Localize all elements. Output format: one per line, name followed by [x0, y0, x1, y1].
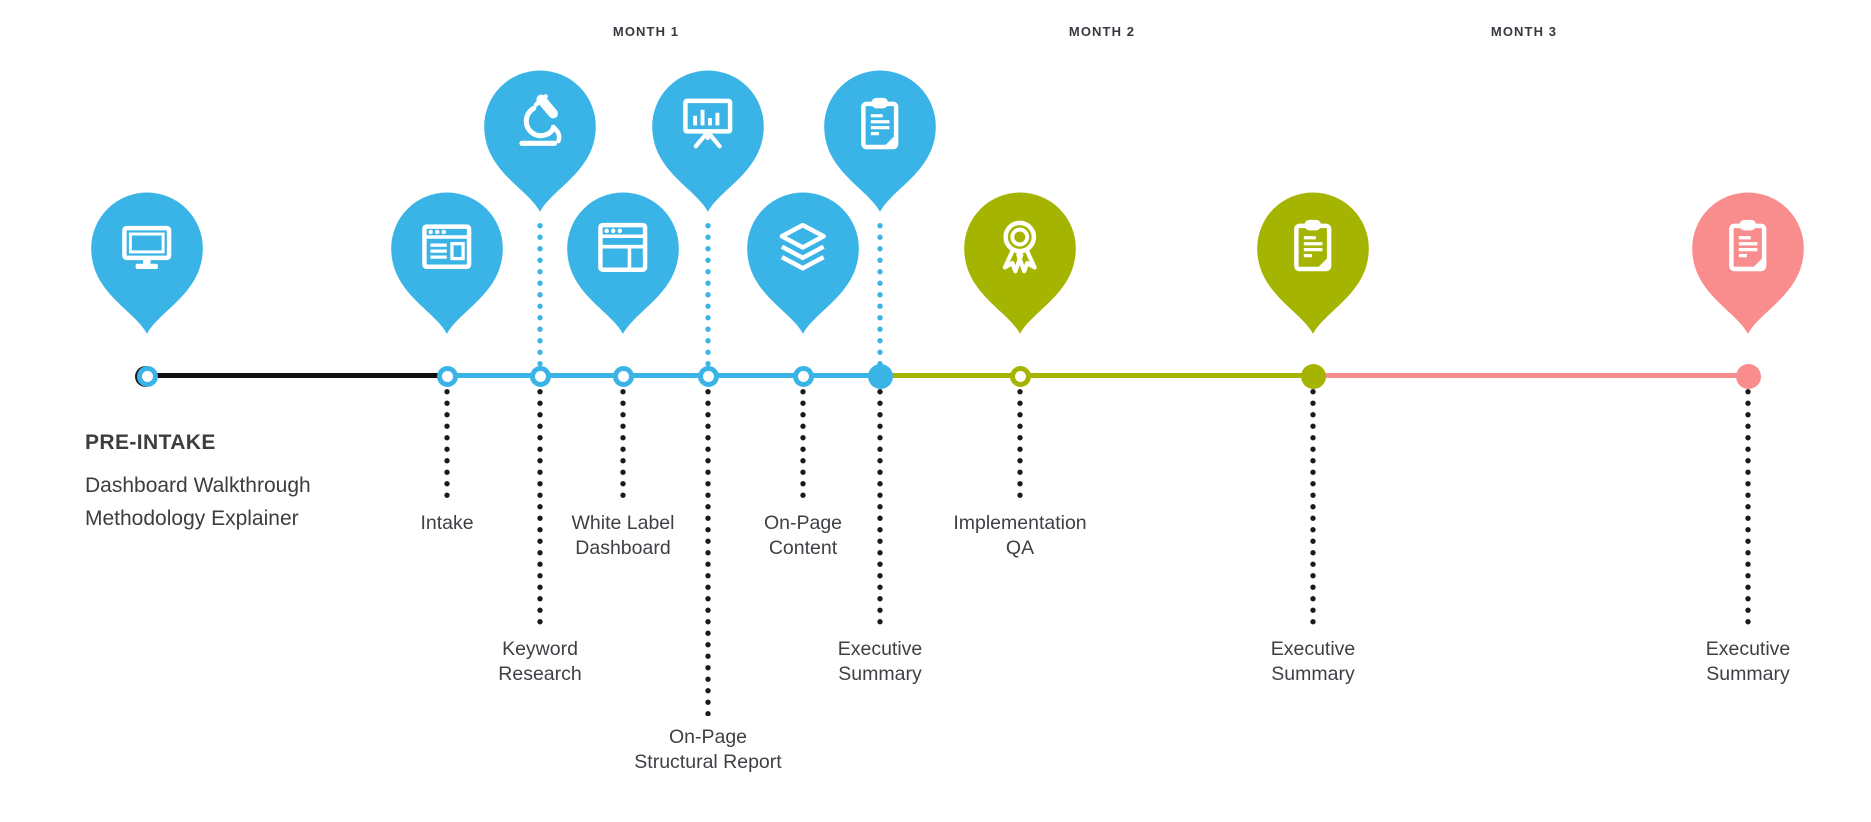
- layers-icon: [779, 222, 826, 271]
- label-connector-executive-summary-1: [877, 386, 883, 628]
- label-connector-implementation-qa: [1017, 386, 1023, 502]
- milestone-pin-intake: [385, 190, 509, 338]
- timeline-dot-implementation-qa: [1009, 365, 1031, 387]
- timeline-segment-black: [145, 373, 447, 378]
- milestone-label-executive-summary-3: Executive Summary: [1705, 638, 1791, 685]
- label-connector-executive-summary-2: [1310, 386, 1316, 628]
- label-connector-on-page-structural-report: [705, 386, 711, 716]
- milestone-label-keyword-research: Keyword Research: [498, 638, 582, 685]
- label-connector-executive-summary-3: [1745, 386, 1751, 628]
- pre-intake-line-2: Methodology Explainer: [85, 507, 299, 530]
- timeline-dot-white-label-dashboard: [612, 365, 634, 387]
- pin-drop-connector-executive-summary-1: [877, 219, 883, 368]
- label-connector-white-label-dashboard: [620, 386, 626, 502]
- timeline-segment-olive: [880, 373, 1313, 378]
- pre-intake-title: PRE-INTAKE: [85, 431, 216, 454]
- clipboard-icon: [1729, 219, 1767, 272]
- month-header-3: MONTH 3: [1490, 24, 1558, 39]
- milestone-pin-on-page-structural-report: [646, 68, 770, 216]
- microscope-icon: [519, 94, 562, 146]
- timeline-dot-on-page-structural-report: [697, 365, 719, 387]
- milestone-label-executive-summary-1: Executive Summary: [837, 638, 923, 685]
- milestone-label-on-page-content: On-Page Content: [763, 512, 843, 559]
- pin-drop-connector-on-page-structural-report: [705, 219, 711, 368]
- milestone-pin-on-page-content: [741, 190, 865, 338]
- milestone-pin-dashboard-walkthrough: [85, 190, 209, 338]
- milestone-label-executive-summary-2: Executive Summary: [1270, 638, 1356, 685]
- milestone-pin-keyword-research: [478, 68, 602, 216]
- clipboard-icon: [1294, 219, 1332, 272]
- presentation-chart-icon: [683, 98, 733, 149]
- timeline-segment-pink: [1313, 373, 1748, 378]
- timeline-dot-executive-summary-1: [867, 363, 893, 389]
- dashboard-window-icon: [598, 222, 648, 272]
- timeline-dot-keyword-research: [529, 365, 551, 387]
- milestone-label-white-label-dashboard: White Label Dashboard: [571, 512, 675, 559]
- monitor-icon: [122, 225, 172, 270]
- timeline-dot-executive-summary-2: [1300, 363, 1326, 389]
- milestone-pin-implementation-qa: [958, 190, 1082, 338]
- month-header-1: MONTH 1: [612, 24, 680, 39]
- milestone-pin-white-label-dashboard: [561, 190, 685, 338]
- pin-drop-connector-keyword-research: [537, 219, 543, 368]
- milestone-label-on-page-structural-report: On-Page Structural Report: [634, 726, 782, 773]
- award-ribbon-icon: [1002, 220, 1037, 274]
- timeline-dot-on-page-content: [792, 365, 814, 387]
- timeline-dot-intake: [436, 365, 458, 387]
- milestone-label-intake: Intake: [420, 512, 474, 534]
- label-connector-intake: [444, 386, 450, 502]
- milestone-pin-executive-summary-1: [818, 68, 942, 216]
- browser-form-icon: [422, 224, 472, 270]
- month-header-2: MONTH 2: [1068, 24, 1136, 39]
- milestone-pin-executive-summary-2: [1251, 190, 1375, 338]
- pre-intake-line-1: Dashboard Walkthrough: [85, 474, 311, 497]
- milestone-label-implementation-qa: Implementation QA: [953, 512, 1087, 559]
- timeline-dot-dashboard-walkthrough: [136, 365, 158, 387]
- timeline-segment-blue: [447, 373, 880, 378]
- pre-intake-block: PRE-INTAKE Dashboard Walkthrough Methodo…: [85, 431, 311, 535]
- label-connector-on-page-content: [800, 386, 806, 502]
- clipboard-icon: [861, 97, 899, 150]
- milestone-pin-executive-summary-3: [1686, 190, 1810, 338]
- label-connector-keyword-research: [537, 386, 543, 628]
- timeline-dot-executive-summary-3: [1735, 363, 1761, 389]
